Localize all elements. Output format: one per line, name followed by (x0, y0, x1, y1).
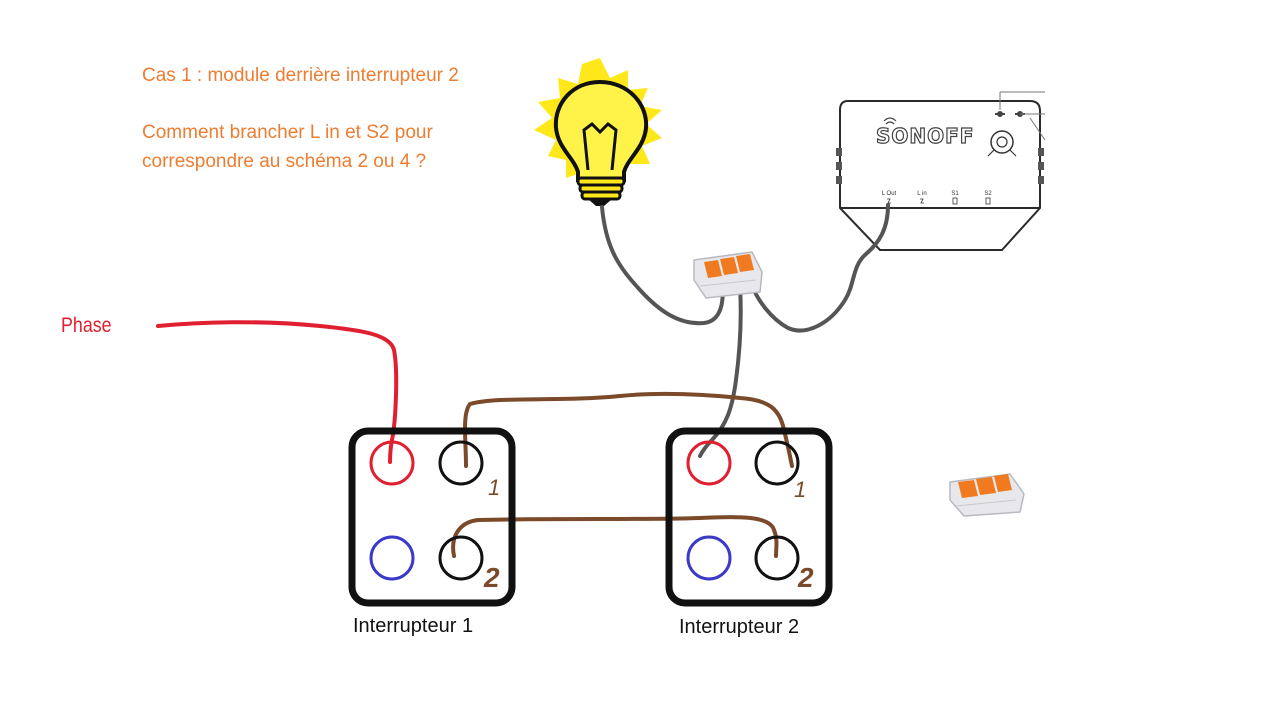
switch-1-label-1: 1 (488, 475, 500, 500)
note-line-3: correspondre au schéma 2 ou 4 ? (142, 151, 427, 172)
switch-2-label-1: 1 (794, 477, 806, 502)
sonoff-brand: SONOFF (876, 124, 974, 148)
sonoff-module-icon: SONOFF L Out L in S1 S2 (836, 91, 1046, 251)
connector-to-switch2-wire (698, 284, 743, 458)
switch-1-terminal-1 (438, 440, 484, 486)
connector-to-sonoff-wire (750, 203, 890, 333)
terminal-label-s2: S2 (984, 191, 992, 197)
switch-2-terminal-2 (754, 535, 800, 581)
switch-1-red-terminal (369, 440, 415, 486)
switch-2-caption: Interrupteur 2 (679, 616, 800, 638)
light-bulb-icon (534, 58, 662, 206)
wago-connector-spare-icon (949, 473, 1025, 517)
switch-2: 1 2 (665, 427, 833, 607)
switch-2-terminal-1 (754, 440, 800, 486)
switch-2-label-2: 2 (797, 562, 814, 593)
phase-label: Phase (61, 314, 112, 337)
wifi-icon (883, 117, 897, 125)
terminal-label-s1: S1 (951, 191, 959, 197)
switch-2-blue-terminal (686, 535, 732, 581)
phase-wire (156, 320, 399, 464)
sonoff-button-icon (987, 130, 1017, 157)
switch-1: 1 2 (348, 427, 516, 607)
terminal-label-lin: L in (917, 191, 926, 197)
switch-1-caption: Interrupteur 1 (353, 615, 474, 637)
traveler-wire-2 (451, 515, 779, 558)
bulb-to-connector-wire (600, 205, 725, 326)
switch-1-blue-terminal (369, 535, 415, 581)
switch-1-label-2: 2 (483, 562, 500, 593)
terminal-label-lout: L Out (882, 191, 897, 197)
switch-1-terminal-2 (438, 535, 484, 581)
note-line-2: Comment brancher L in et S2 pour (142, 122, 433, 143)
switch-2-red-terminal (686, 440, 732, 486)
note-line-1: Cas 1 : module derrière interrupteur 2 (142, 65, 459, 86)
wago-connector-icon (693, 251, 763, 299)
